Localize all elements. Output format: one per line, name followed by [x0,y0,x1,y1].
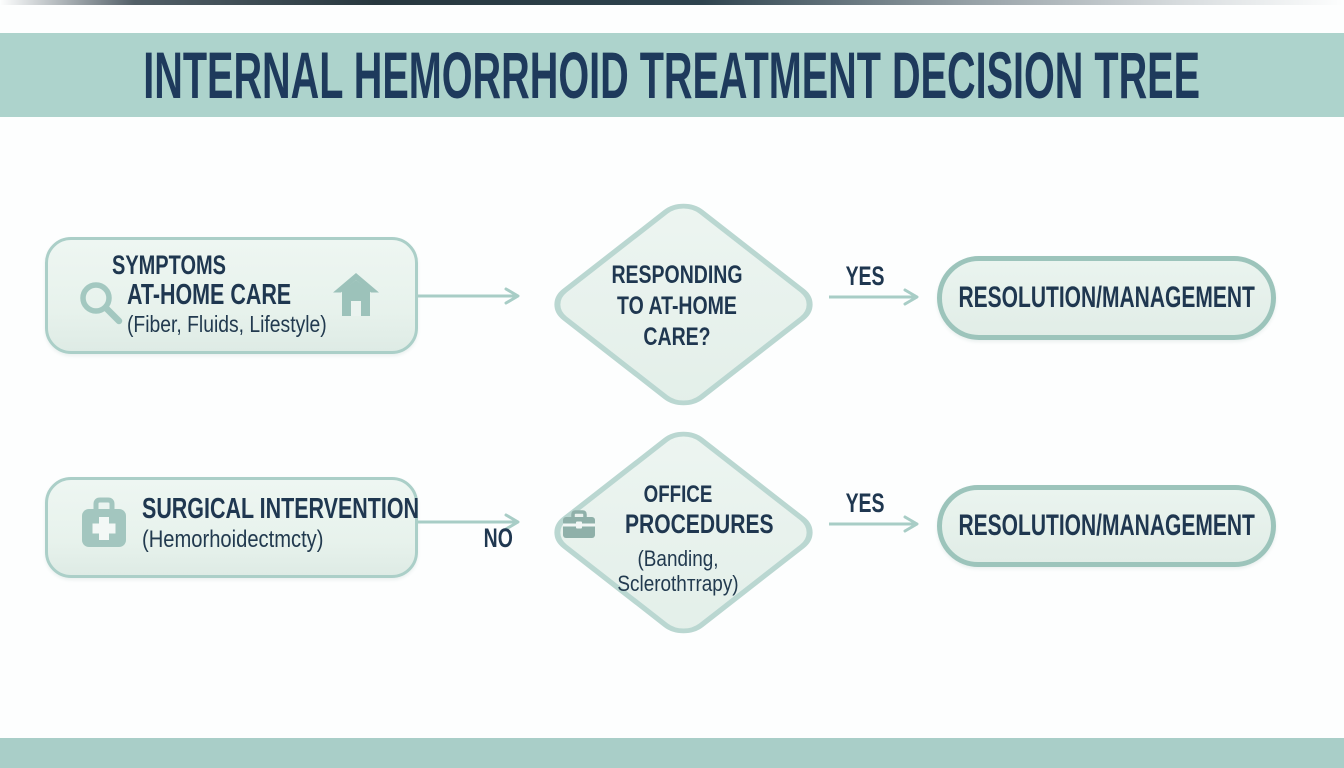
node-line-surgical-intervention: SURGICAL INTERVENTION [142,493,420,525]
page-title: INTERNAL HEMORRHOID TREATMENT DECISION T… [143,38,1201,112]
decision-line-office: OFFICE [643,481,713,508]
node-line-hemorrhoidectomy: (Hemorhoidectmcty) [142,526,324,553]
outcome-label-bottom: RESOLUTION/MANAGEMENT [958,509,1255,542]
house-icon [333,273,379,316]
decision-line-banding: (Banding, [637,546,719,571]
decision-line-2: TO AT-HOME [617,292,737,320]
arrow-start-to-decision-top [418,287,520,305]
briefcase-icon [562,510,595,538]
decision-line-sclerotherapy: Sclerothтrapy) [617,571,739,596]
node-surgical-intervention: SURGICAL INTERVENTION (Hemorhoidectmcty) [45,477,420,578]
arrow-yes-bottom [829,515,919,533]
node-line-symptoms: SYMPTOMS [112,250,226,280]
decision-text-responding: RESPONDING TO AT-HOME CARE? [547,260,807,353]
top-border-artifact [0,0,1344,5]
decision-text-office-procedures: OFFICE PROCEDURES (Banding, Sclerothтrap… [544,481,812,596]
node-resolution-management-bottom: RESOLUTION/MANAGEMENT [937,485,1276,567]
edge-label-no: NO [483,523,513,553]
node-symptoms-at-home-care: SYMPTOMS AT-HOME CARE (Fiber, Fluids, Li… [45,237,418,354]
decision-line-1: RESPONDING [611,261,743,289]
magnifier-icon [80,282,123,325]
arrow-no-bottom [418,513,520,531]
edge-label-yes-top: YES [845,261,885,291]
title-banner: INTERNAL HEMORRHOID TREATMENT DECISION T… [0,33,1344,117]
node-line-fiber-fluids-lifestyle: (Fiber, Fluids, Lifestyle) [127,311,327,337]
footer-band [0,738,1344,768]
edge-label-yes-bottom: YES [845,488,885,518]
decision-line-3: CARE? [643,323,711,351]
arrow-yes-top [829,288,919,306]
node-line-at-home-care: AT-HOME CARE [127,279,292,311]
node-resolution-management-top: RESOLUTION/MANAGEMENT [937,256,1276,340]
decision-line-procedures: PROCEDURES [624,509,774,539]
medical-bag-icon [82,497,126,547]
outcome-label-top: RESOLUTION/MANAGEMENT [958,281,1255,314]
